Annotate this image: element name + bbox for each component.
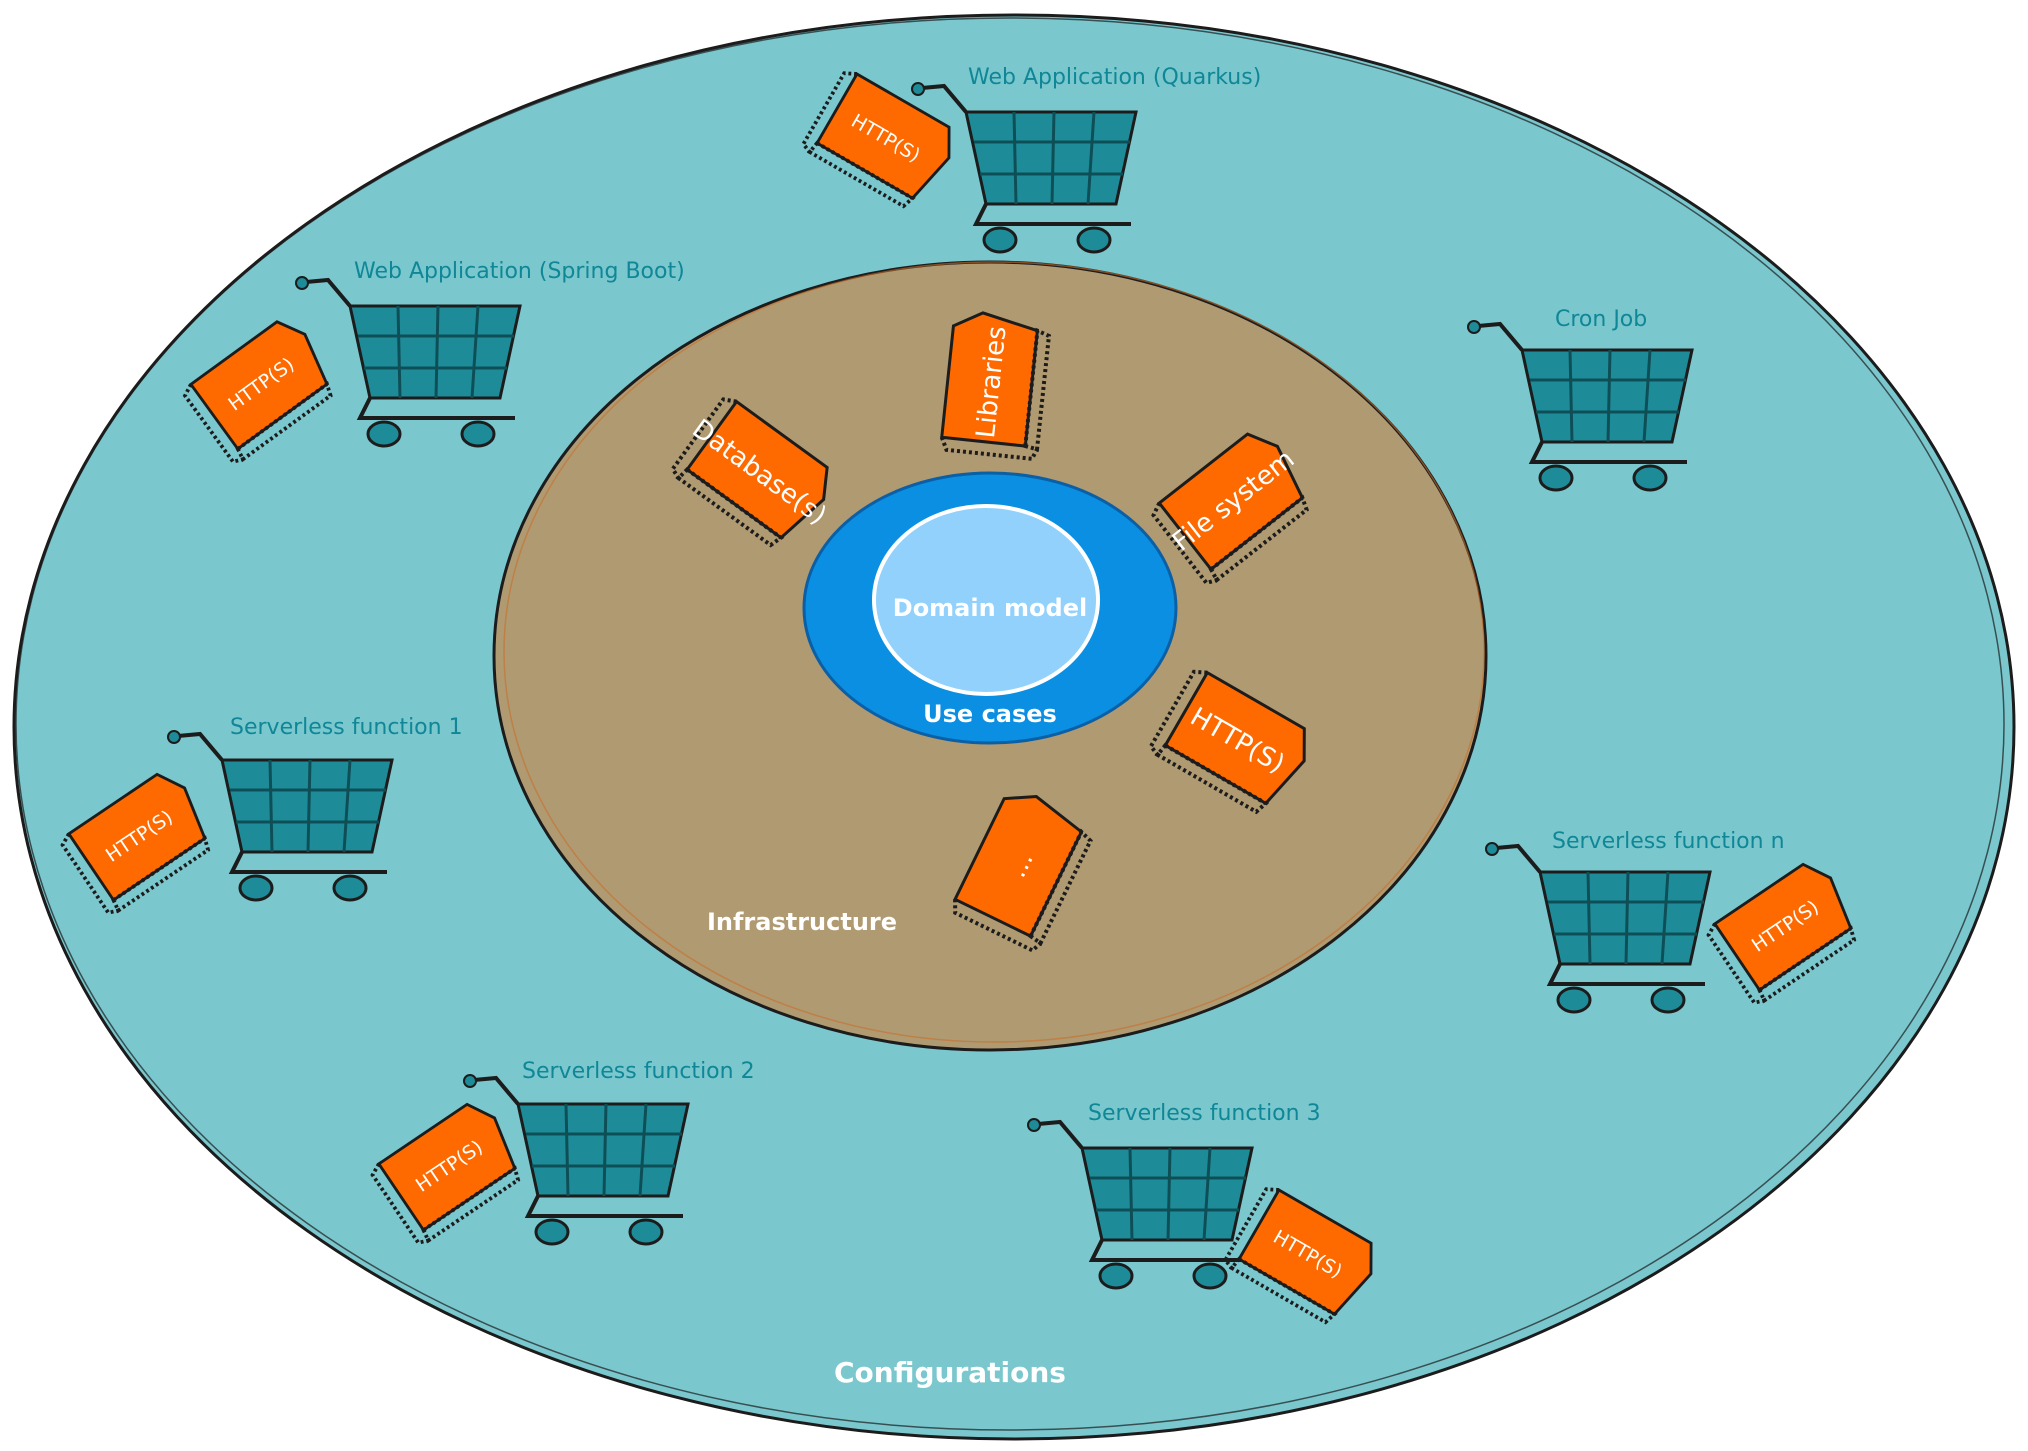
configurations-label: Configurations: [834, 1356, 1066, 1389]
libraries-box: Libraries: [938, 307, 1053, 462]
http-box-serverless-2: HTTP(S): [367, 1093, 533, 1248]
http-box-serverless-1: HTTP(S): [57, 763, 223, 918]
http-box-spring: HTTP(S): [179, 310, 345, 467]
serverless-2-label: Serverless function 2: [522, 1059, 755, 1084]
serverless-1-label: Serverless function 1: [230, 715, 463, 740]
quarkus-label: Web Application (Quarkus): [968, 65, 1261, 90]
cron-job-label: Cron Job: [1555, 307, 1647, 332]
app-serverless-2: HTTP(S) Serverless function 2: [367, 1059, 755, 1248]
serverless-n-label: Serverless function n: [1552, 829, 1785, 854]
serverless-3-label: Serverless function 3: [1088, 1101, 1321, 1126]
infrastructure-ring-sketch: [503, 261, 1485, 1043]
http-box-inner: HTTP(S): [1146, 664, 1321, 822]
http-box-serverless-n: HTTP(S): [1703, 853, 1869, 1008]
use-cases-label: Use cases: [923, 700, 1057, 728]
app-spring-boot: HTTP(S) Web Application (Spring Boot): [179, 259, 685, 467]
app-serverless-n: HTTP(S) Serverless function n: [1484, 829, 1869, 1014]
app-serverless-3: HTTP(S) Serverless function 3: [1026, 1101, 1387, 1332]
configurations-ring-sketch: [15, 17, 2005, 1431]
http-box-quarkus: HTTP(S): [799, 66, 965, 216]
http-box-serverless-3: HTTP(S): [1221, 1182, 1387, 1332]
spring-boot-label: Web Application (Spring Boot): [354, 259, 685, 284]
app-cron-job: Cron Job: [1466, 307, 1694, 492]
ellipsis-box: ...: [950, 784, 1098, 952]
domain-model-circle: [872, 504, 1100, 696]
domain-model-label: Domain model: [893, 594, 1087, 622]
app-quarkus: HTTP(S) Web Application (Quarkus): [799, 65, 1261, 254]
app-serverless-1: HTTP(S) Serverless function 1: [57, 715, 463, 918]
infrastructure-label: Infrastructure: [707, 908, 897, 936]
